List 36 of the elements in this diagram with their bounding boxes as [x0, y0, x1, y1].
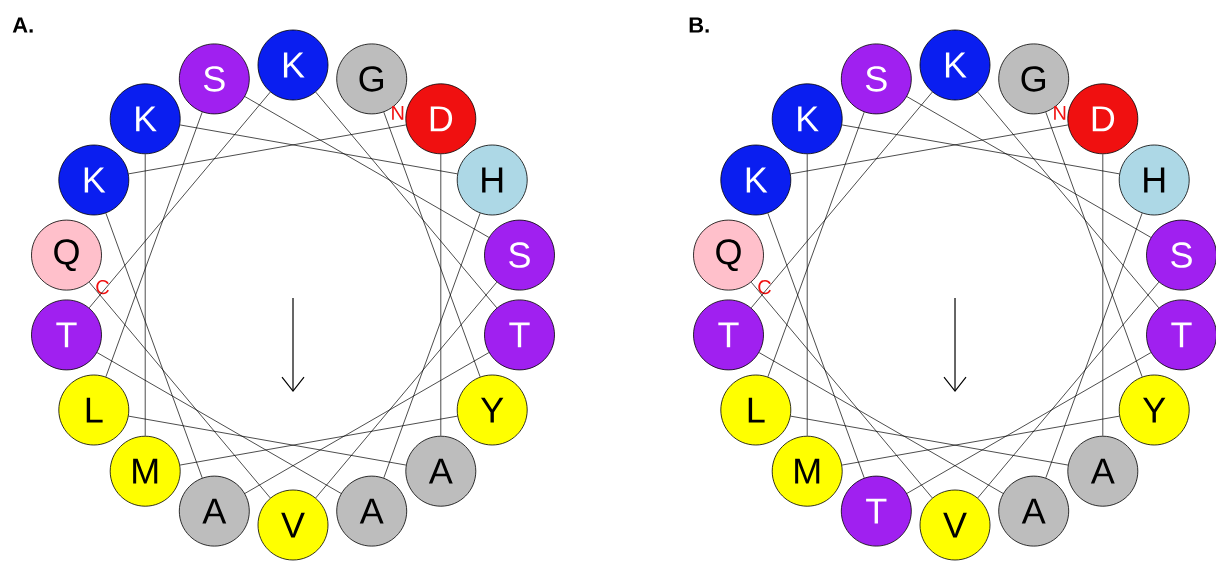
wheel-line [105, 212, 203, 479]
wheel-line [841, 415, 1120, 466]
wheel-line [906, 352, 1152, 494]
wheel-line [767, 111, 865, 378]
wheel-line [128, 124, 407, 175]
wheel-line [1045, 212, 1143, 479]
wheel-line [144, 153, 146, 437]
wheel-line [315, 91, 498, 309]
wheel-line [767, 212, 865, 479]
wheel-line [128, 415, 407, 466]
wheel-line [88, 281, 271, 499]
panel-label: B. [689, 17, 709, 33]
wheel-line [440, 153, 442, 437]
wheel-line [977, 281, 1160, 499]
panel-label: A. [12, 17, 33, 33]
wheel-line [383, 111, 481, 378]
wheel-line [96, 352, 342, 494]
wheel-line [977, 91, 1160, 309]
wheel-line [244, 352, 490, 494]
wheel-line [750, 281, 933, 499]
wheel-line [1045, 111, 1143, 378]
wheel-line [790, 124, 1069, 175]
wheel-line [790, 415, 1069, 466]
wheel-line [841, 124, 1120, 175]
wheel-line [383, 212, 481, 479]
wheel-line [750, 91, 933, 309]
wheel-line [88, 91, 271, 309]
wheel-line [315, 281, 498, 499]
wheel-line [244, 96, 490, 238]
wheel-line [179, 415, 458, 466]
wheel-line [906, 96, 1152, 238]
wheel-line [1102, 153, 1104, 437]
wheel-line [105, 111, 203, 378]
wheel-line [179, 124, 458, 175]
wheel-line [806, 153, 808, 437]
wheel-line [758, 352, 1004, 494]
